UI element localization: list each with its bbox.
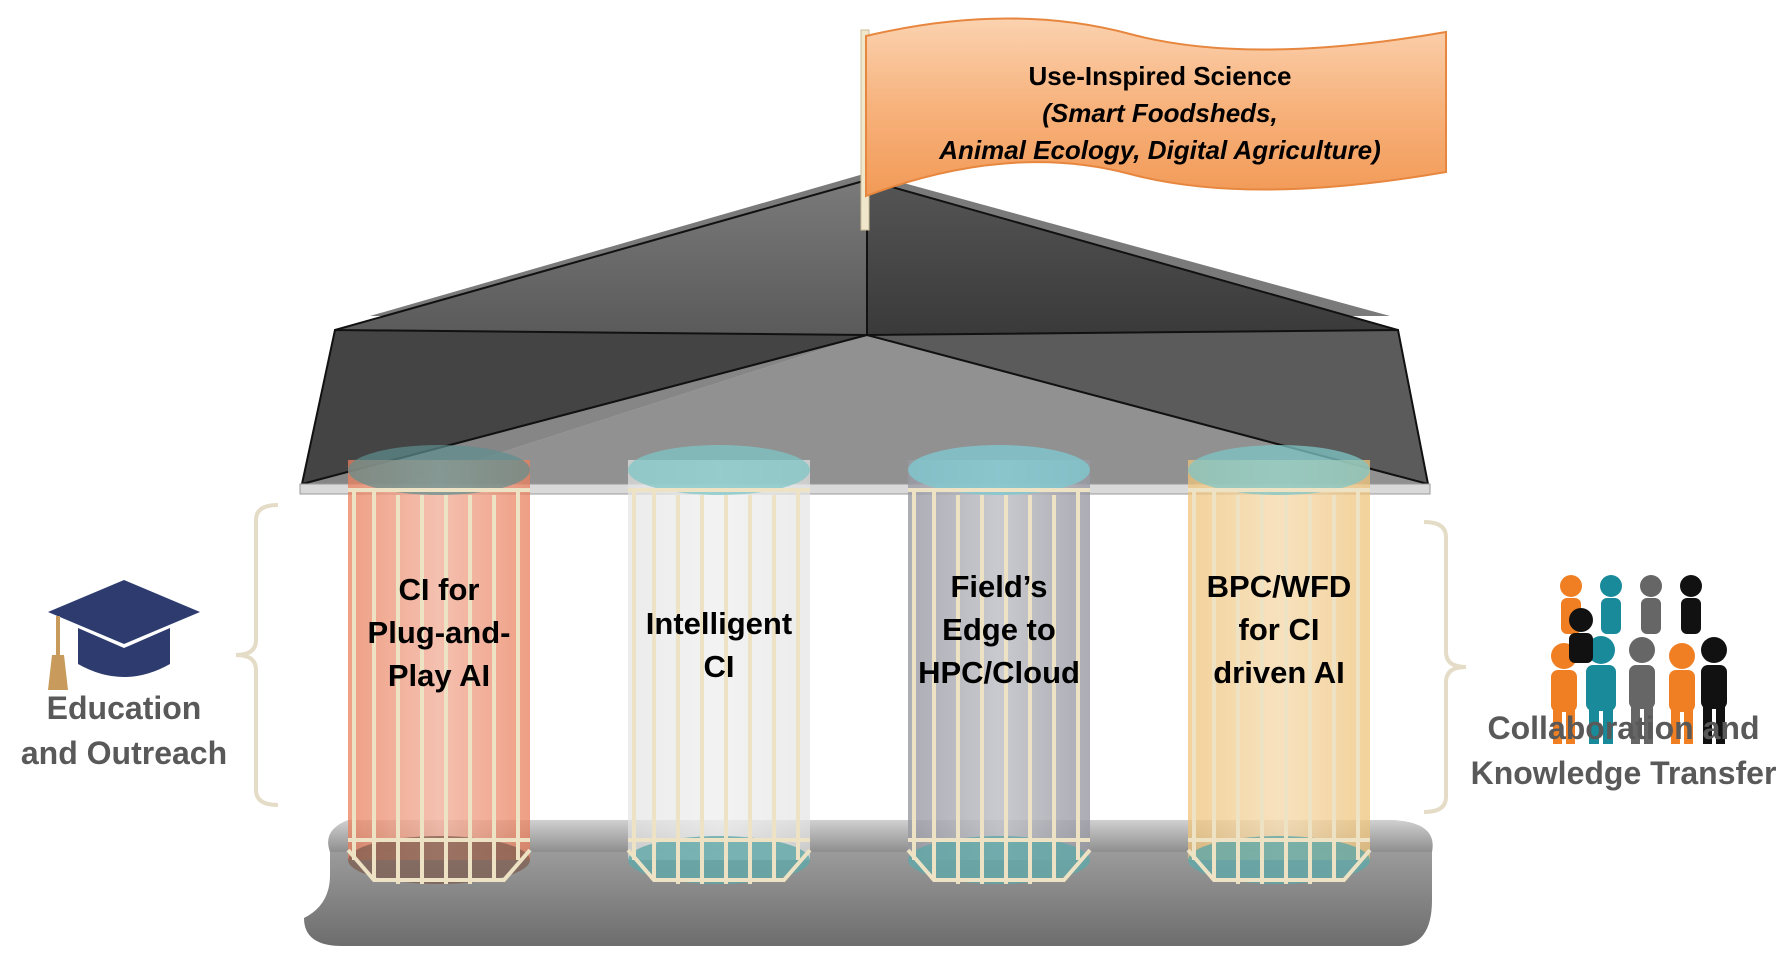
pillar-4-line1: BPC/WFD [1206, 569, 1352, 604]
pillar-2 [626, 445, 812, 884]
flag-text: Use-Inspired Science (Smart Foodsheds, A… [900, 58, 1420, 169]
pillar-1-label: CI for Plug-and- Play AI [349, 569, 529, 697]
pillar-3-line2: Edge to [942, 611, 1056, 647]
pillar-2-line2: CI [703, 648, 735, 684]
pillar-2-line1: Intelligent [645, 606, 793, 641]
pillar-3-label: Field’s Edge to HPC/Cloud [909, 566, 1089, 694]
pillar-2-label: Intelligent CI [629, 603, 809, 689]
education-line1: Education [46, 690, 202, 726]
left-bracket [235, 503, 279, 807]
pillar-4-line3: driven AI [1213, 654, 1345, 690]
pillar-3-line3: HPC/Cloud [918, 654, 1080, 690]
flag-subtitle-line1: (Smart Foodsheds, [1042, 97, 1278, 128]
pillar-1-line2: Plug-and- [367, 614, 511, 650]
pillar-3-line1: Field’s [950, 569, 1048, 604]
flag-subtitle-line2: Animal Ecology, Digital Agriculture) [939, 134, 1381, 165]
base-platform [304, 820, 1433, 946]
graduation-cap-icon [48, 580, 200, 690]
collaboration-line1: Collaboration and [1487, 710, 1760, 746]
pillar-1-line3: Play AI [387, 657, 491, 693]
flag-banner [860, 17, 1447, 231]
collaboration-label: Collaboration and Knowledge Transfer [1456, 706, 1791, 797]
pillar-1 [346, 445, 532, 884]
right-bracket [1423, 520, 1467, 814]
pillar-4-line2: for CI [1238, 611, 1320, 647]
education-outreach-label: Education and Outreach [0, 686, 248, 777]
pillar-1-line1: CI for [398, 572, 480, 607]
pillar-4 [1186, 445, 1372, 884]
pillar-3 [906, 445, 1092, 884]
collaboration-line2: Knowledge Transfer [1470, 755, 1777, 792]
education-line2: and Outreach [20, 735, 228, 772]
flag-title: Use-Inspired Science [1028, 61, 1292, 91]
pillar-4-label: BPC/WFD for CI driven AI [1189, 566, 1369, 694]
people-group-icon [1551, 575, 1727, 744]
